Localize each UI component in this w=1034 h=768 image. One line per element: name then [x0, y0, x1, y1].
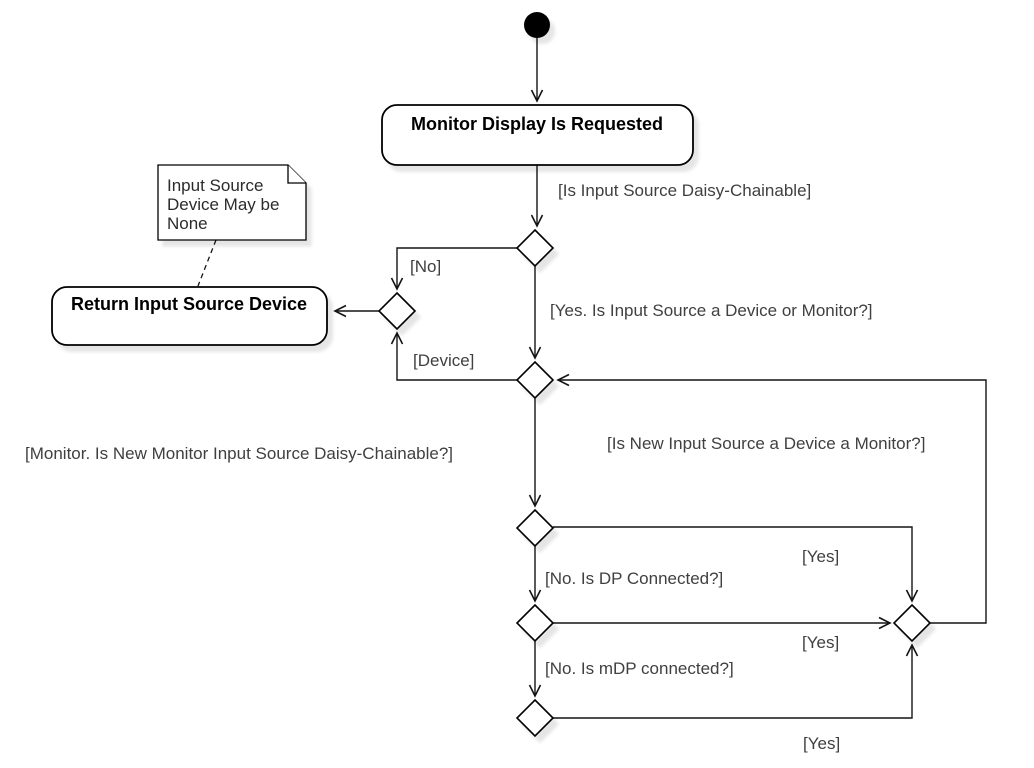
guard-label-new-input-monitor: [Is New Input Source a Device a Monitor?…	[607, 434, 925, 453]
guard-label-no: [No]	[410, 257, 441, 276]
guard-label-yes-dp: [Yes]	[802, 633, 839, 652]
note-line-2: Device May be	[167, 195, 279, 214]
edge-decision2-device-to-merge	[390, 331, 517, 381]
note-folded-corner-icon	[287, 165, 306, 184]
guard-label-daisy-chainable: [Is Input Source Daisy-Chainable]	[558, 181, 811, 200]
activity-monitor-display-requested-label: Monitor Display Is Requested	[411, 114, 663, 134]
guard-label-no-dp-connected: [No. Is DP Connected?]	[545, 569, 723, 588]
decision1-daisy-chainable[interactable]	[515, 228, 555, 268]
guard-label-yes-device-or-monitor: [Yes. Is Input Source a Device or Monito…	[550, 301, 873, 320]
edge-decision5-yes-to-rightmerge	[553, 643, 919, 719]
initial-node[interactable]	[524, 12, 550, 38]
edge-rightmerge-loop-to-decision2	[556, 373, 987, 624]
note-connector-dashed-line	[197, 239, 217, 287]
edge-decision1-no-to-merge	[390, 247, 517, 291]
decision4-dp-connected[interactable]	[515, 603, 555, 643]
activity-return-input-source-device[interactable]	[51, 286, 328, 346]
guard-label-yes-mdp: [Yes]	[803, 734, 840, 753]
activity-monitor-display-requested[interactable]	[381, 104, 694, 166]
note-line-3: None	[167, 214, 208, 233]
decision2-device-or-monitor[interactable]	[515, 360, 555, 400]
guard-label-yes-top: [Yes]	[802, 547, 839, 566]
guard-label-no-mdp-connected: [No. Is mDP connected?]	[545, 659, 734, 678]
merge-return-device[interactable]	[377, 291, 417, 331]
decision5-mdp-connected[interactable]	[515, 698, 555, 738]
note-paper-shape	[157, 164, 307, 241]
guard-label-device: [Device]	[413, 351, 474, 370]
note-input-source-device[interactable]: Input Source Device May be None	[157, 164, 307, 241]
guard-label-monitor-daisy-chainable: [Monitor. Is New Monitor Input Source Da…	[25, 444, 453, 463]
activity-return-input-source-device-label: Return Input Source Device	[71, 294, 307, 314]
edge-decision3-yes-to-rightmerge	[553, 526, 919, 603]
merge-right-loop[interactable]	[892, 603, 932, 643]
decision3-new-monitor-daisy-chainable[interactable]	[515, 508, 555, 548]
note-line-1: Input Source	[167, 176, 263, 195]
